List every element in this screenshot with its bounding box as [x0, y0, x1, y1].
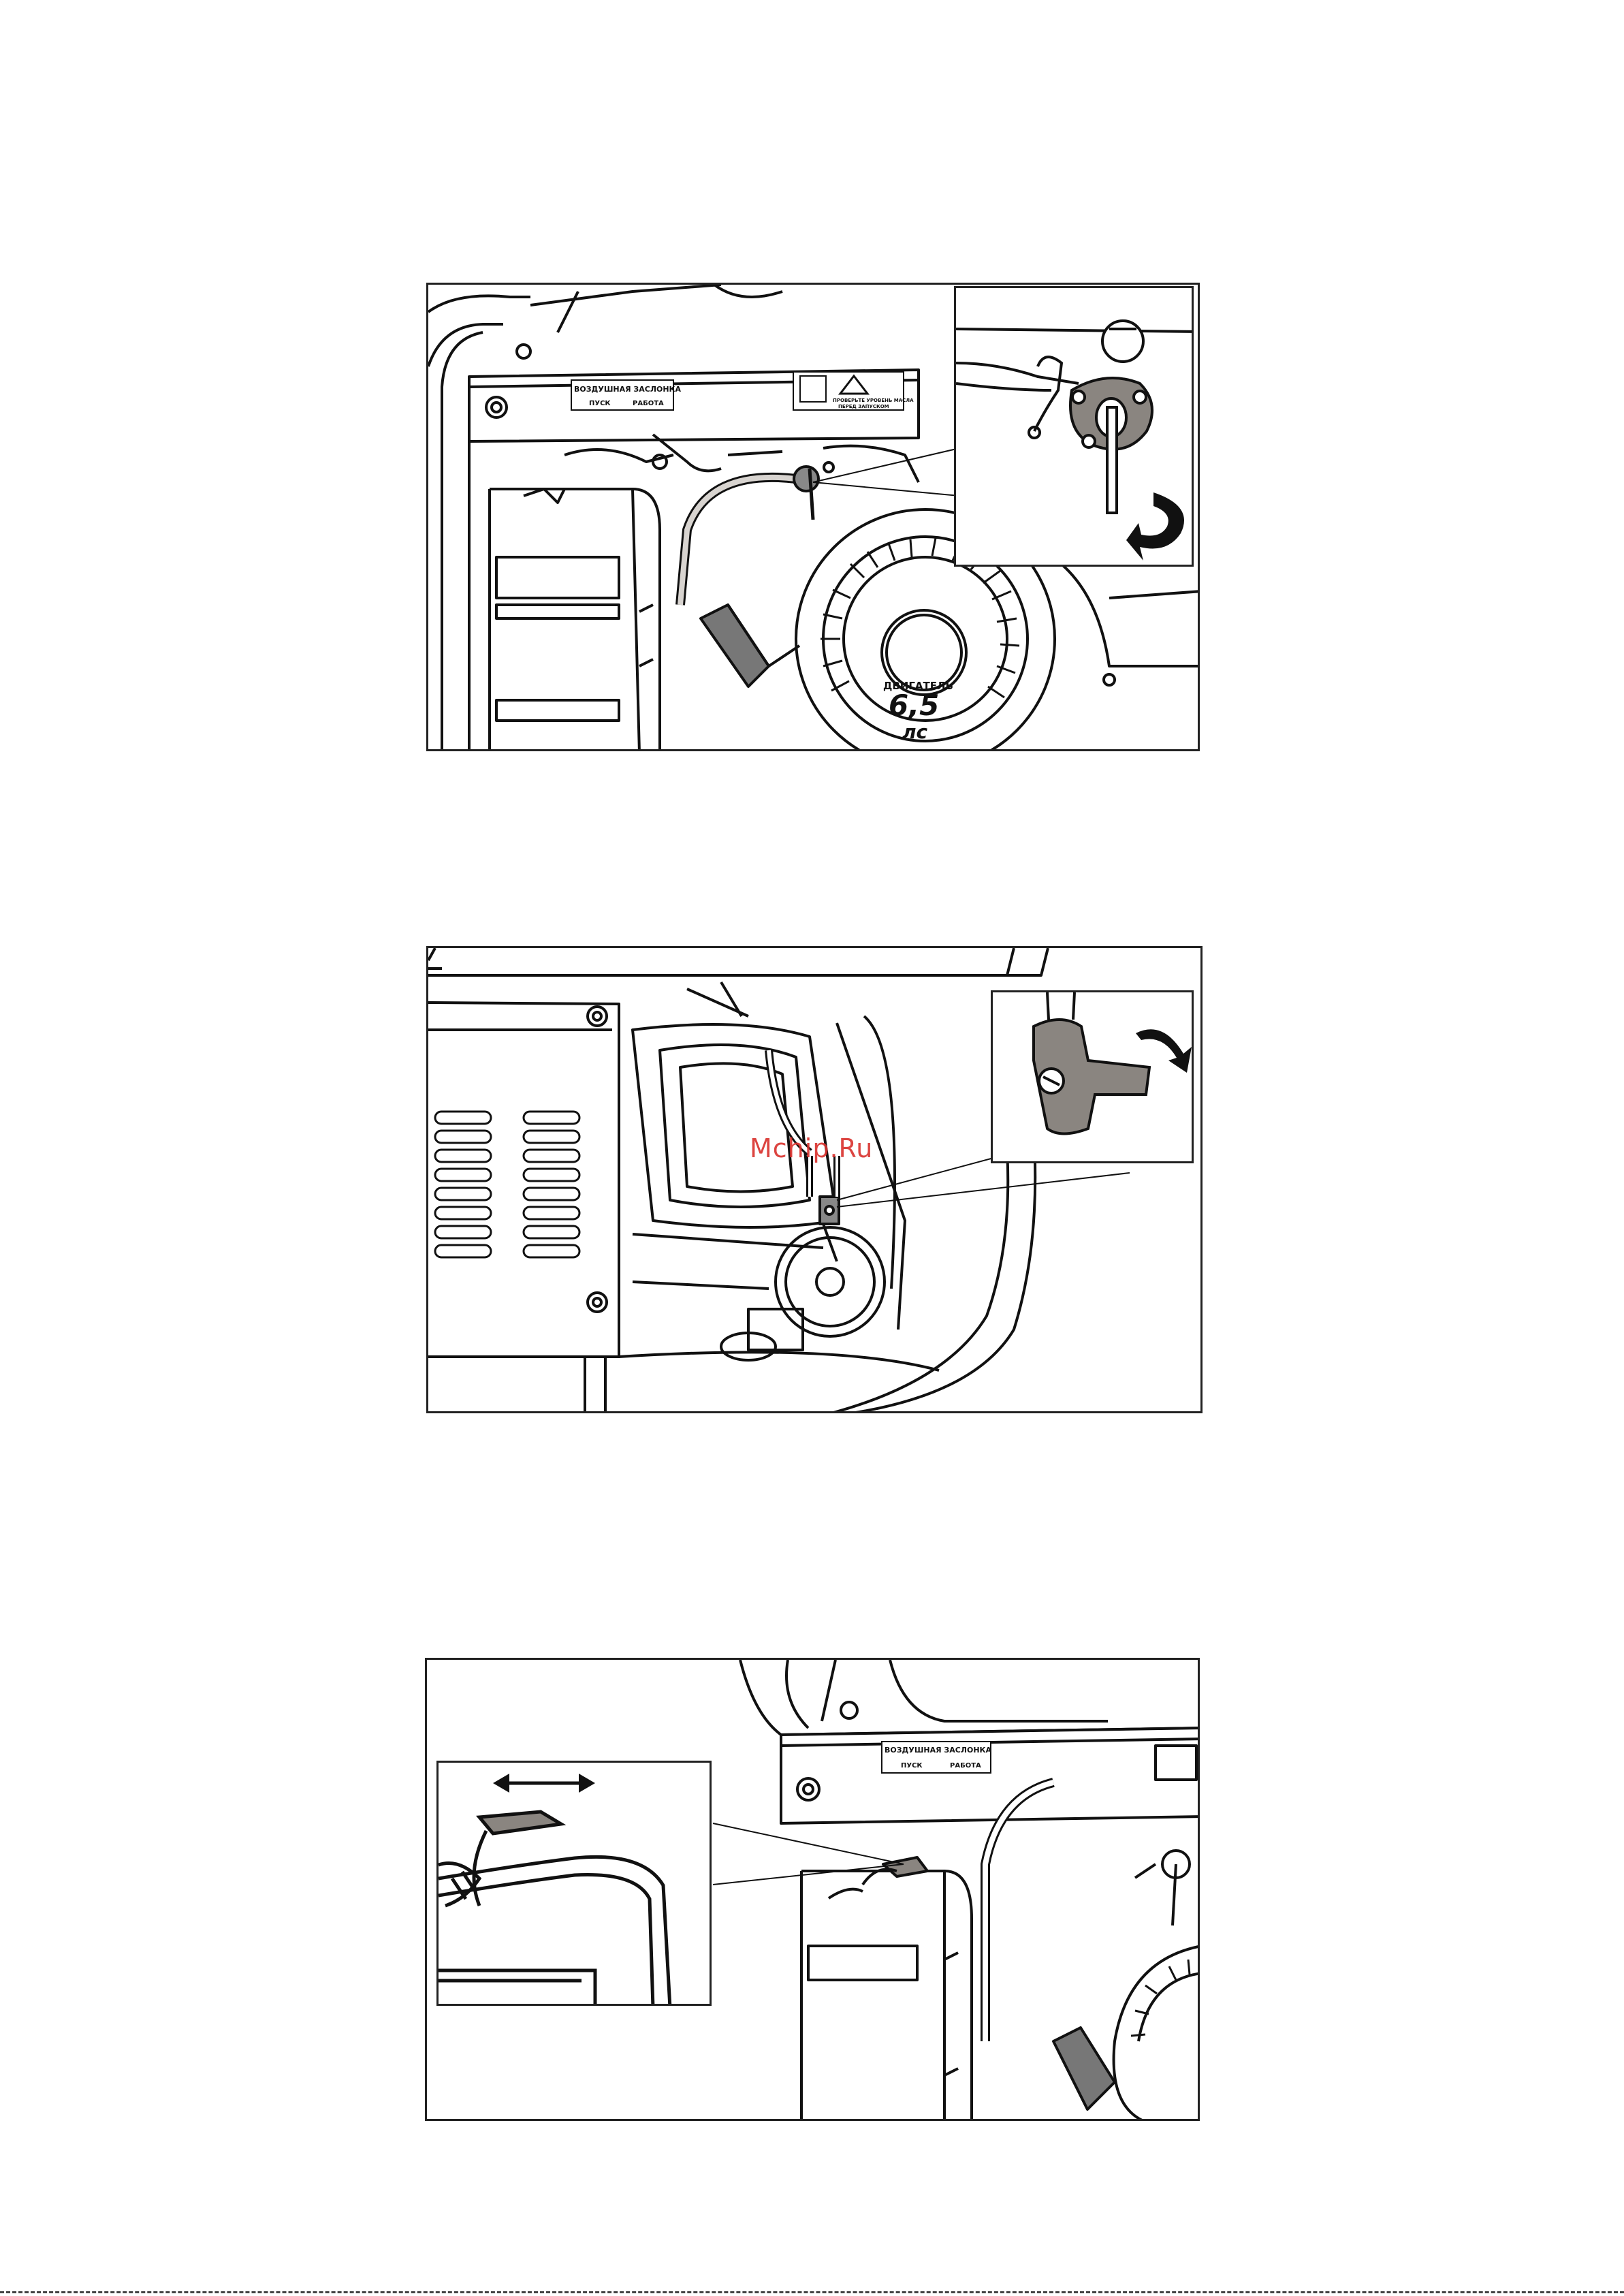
warning-text-2: ПЕРЕД ЗАПУСКОМ	[838, 404, 889, 409]
inset-choke-closeup	[436, 1761, 712, 2006]
warning-text-1: ПРОВЕРЬТЕ УРОВЕНЬ МАСЛА	[833, 398, 914, 403]
start-label: ПУСК	[901, 1762, 923, 1770]
engine-unit: лс	[902, 721, 928, 743]
inset-fuel-valve-closeup	[954, 286, 1194, 567]
watermark-text: Mchip.Ru	[750, 1133, 873, 1163]
inset-fuel-cock-closeup	[991, 990, 1194, 1163]
start-label: ПУСК	[589, 400, 611, 407]
fuel-cock-closeup-drawing	[993, 992, 1194, 1163]
choke-label: ВОЗДУШНАЯ ЗАСЛОНКА	[885, 1746, 992, 1755]
figure-choke-lever: ВОЗДУШНАЯ ЗАСЛОНКА ПУСК РАБОТА	[425, 1658, 1200, 2121]
rotate-arrow-icon	[1126, 492, 1184, 561]
page-bottom-rule	[0, 2291, 1624, 2293]
double-arrow-icon	[493, 1774, 595, 1793]
figure-fuel-valve: ВОЗДУШНАЯ ЗАСЛОНКА ПУСК РАБОТА ПРОВЕРЬТЕ…	[426, 283, 1200, 751]
fuel-valve-closeup-drawing	[956, 288, 1194, 567]
engine-power: 6,5	[889, 689, 939, 722]
figure-fuel-cock: Mchip.Ru	[426, 946, 1203, 1413]
choke-label: ВОЗДУШНАЯ ЗАСЛОНКА	[574, 385, 682, 394]
run-label: РАБОТА	[950, 1762, 981, 1770]
run-label: РАБОТА	[633, 400, 664, 407]
choke-closeup-drawing	[439, 1763, 712, 2006]
